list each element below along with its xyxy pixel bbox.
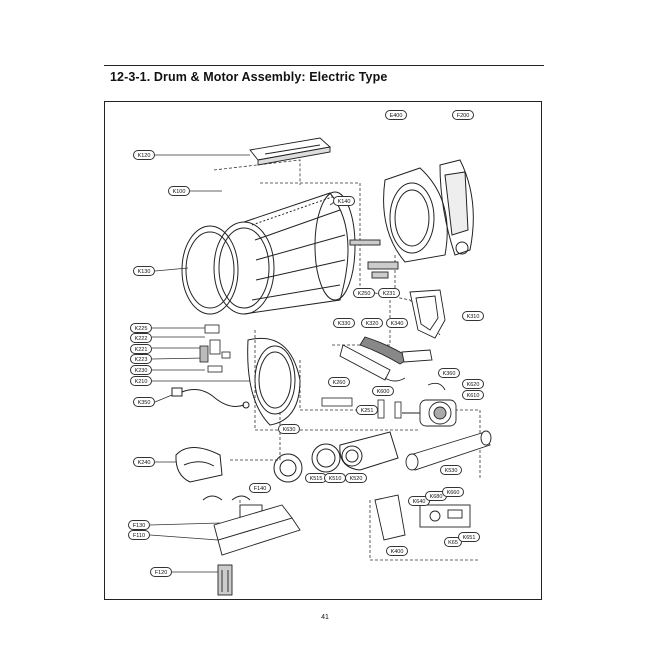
page-title: 12-3-1. Drum & Motor Assembly: Electric … (110, 70, 388, 84)
callout-K231: K231 (378, 288, 400, 298)
title-rule (104, 65, 544, 66)
callout-E400: E400 (385, 110, 407, 120)
callout-F140: F140 (249, 483, 271, 493)
callout-K130: K130 (133, 266, 155, 276)
callout-K250: K250 (353, 288, 375, 298)
callout-F120: F120 (150, 567, 172, 577)
callout-K65: K65 (444, 537, 462, 547)
callout-K240: K240 (133, 457, 155, 467)
callout-K251: K251 (356, 405, 378, 415)
callout-K260: K260 (328, 377, 350, 387)
callout-K350: K350 (133, 397, 155, 407)
callout-K610: K610 (462, 390, 484, 400)
callout-K210: K210 (130, 376, 152, 386)
callout-K630: K630 (278, 424, 300, 434)
callout-K360: K360 (438, 368, 460, 378)
callout-K225: K225 (130, 323, 152, 333)
callout-K100: K100 (168, 186, 190, 196)
callout-K510: K510 (324, 473, 346, 483)
callout-K600: K600 (372, 386, 394, 396)
callout-K230: K230 (130, 365, 152, 375)
callout-K660: K660 (442, 487, 464, 497)
diagram-frame (104, 101, 542, 600)
callout-K651: K651 (458, 532, 480, 542)
callout-K310: K310 (462, 311, 484, 321)
callout-K620: K620 (462, 379, 484, 389)
callout-K520: K520 (345, 473, 367, 483)
callout-K222: K222 (130, 333, 152, 343)
callout-F110: F110 (128, 530, 150, 540)
callout-K530: K530 (440, 465, 462, 475)
callout-F130: F130 (128, 520, 150, 530)
callout-K340: K340 (386, 318, 408, 328)
callout-K320: K320 (361, 318, 383, 328)
callout-K330: K330 (333, 318, 355, 328)
page-number: 41 (321, 614, 329, 621)
callout-K400: K400 (386, 546, 408, 556)
callout-K221: K221 (130, 344, 152, 354)
callout-K640: K640 (408, 496, 430, 506)
callout-K120: K120 (133, 150, 155, 160)
callout-K140: K140 (333, 196, 355, 206)
callout-F200: F200 (452, 110, 474, 120)
callout-K223: K223 (130, 354, 152, 364)
leader-K130 (154, 267, 189, 272)
